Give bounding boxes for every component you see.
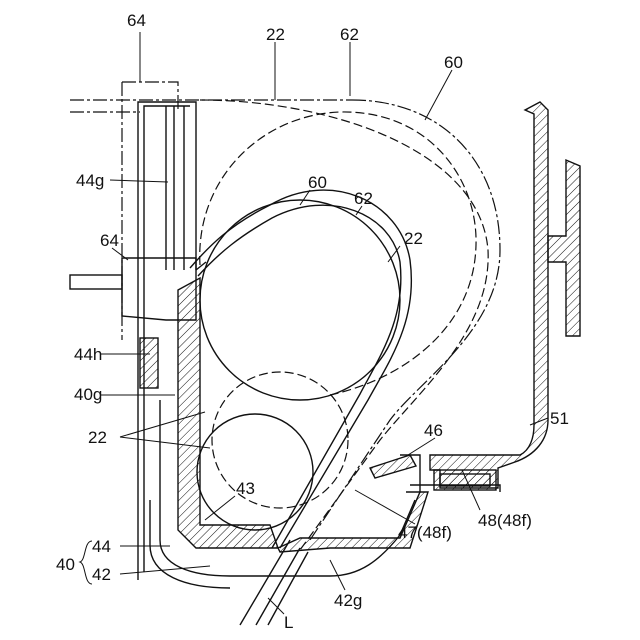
label-62-top: 62 — [340, 25, 359, 44]
label-42g: 42g — [334, 591, 362, 610]
label-22-low: 22 — [88, 428, 107, 447]
label-46: 46 — [424, 421, 443, 440]
cable-L — [240, 540, 308, 625]
label-40g: 40g — [74, 385, 102, 404]
label-48-48f: 48(48f) — [478, 511, 532, 530]
label-44h: 44h — [74, 345, 102, 364]
label-22-top: 22 — [266, 25, 285, 44]
label-60-top: 60 — [444, 53, 463, 72]
label-60-mid: 60 — [308, 173, 327, 192]
label-44g: 44g — [76, 171, 104, 190]
label-51: 51 — [550, 409, 569, 428]
label-40: 40 — [56, 555, 75, 574]
label-44: 44 — [92, 537, 111, 556]
label-22-mid: 22 — [404, 229, 423, 248]
label-64-top: 64 — [127, 11, 146, 30]
label-64-mid: 64 — [100, 231, 119, 250]
bag-60-62 — [190, 190, 411, 548]
label-42: 42 — [92, 565, 111, 584]
label-43: 43 — [236, 479, 255, 498]
label-62-mid: 62 — [354, 189, 373, 208]
label-47-48f: 47(48f) — [398, 523, 452, 542]
label-L: L — [284, 613, 293, 632]
